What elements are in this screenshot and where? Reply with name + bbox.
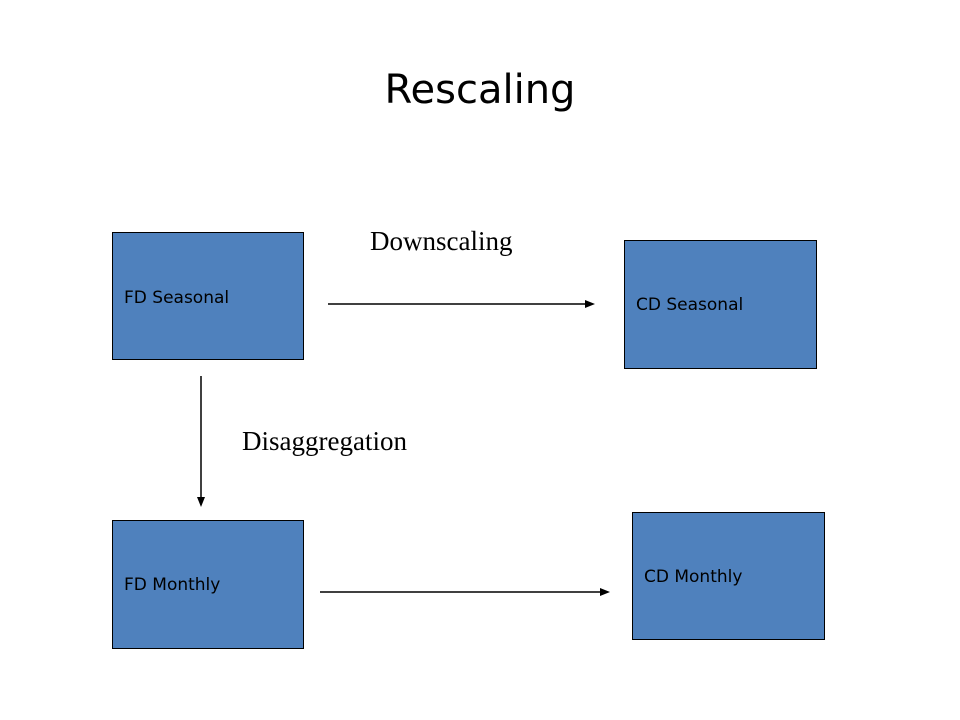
cd-monthly-label: CD Monthly xyxy=(644,567,743,587)
cd-seasonal-label: CD Seasonal xyxy=(636,295,744,315)
cd-seasonal-box: CD Seasonal xyxy=(624,240,817,369)
fd-monthly-label: FD Monthly xyxy=(124,575,221,595)
slide-title: Rescaling xyxy=(384,67,576,113)
downscaling-label: Downscaling xyxy=(370,226,513,256)
bottom-arrow xyxy=(320,588,610,596)
fd-seasonal-box: FD Seasonal xyxy=(112,232,304,360)
disaggregation-label: Disaggregation xyxy=(242,426,407,456)
fd-monthly-box: FD Monthly xyxy=(112,520,304,649)
disaggregation-arrow xyxy=(197,376,205,507)
fd-seasonal-label: FD Seasonal xyxy=(124,288,230,308)
downscaling-arrow xyxy=(328,300,595,308)
cd-monthly-box: CD Monthly xyxy=(632,512,825,640)
